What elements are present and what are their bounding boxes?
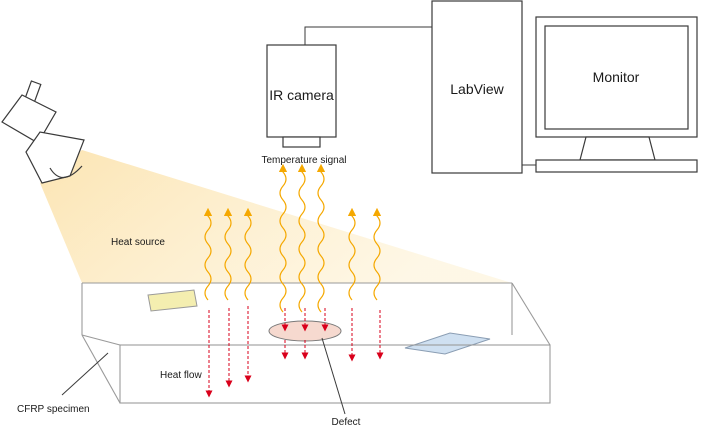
- heat-beam: [40, 150, 512, 283]
- cfrp-specimen-box: [81, 282, 551, 346]
- emitted-ir-waves: [203, 163, 382, 313]
- monitor-icon: [535, 16, 698, 173]
- heat-flow-arrows: [205, 306, 384, 398]
- embedded-insert-yellow: [147, 289, 198, 312]
- defect-pointer: [321, 337, 346, 415]
- temperature-signal-label: Temperature signal: [261, 155, 346, 166]
- heat-flow-label: Heat flow: [160, 370, 202, 381]
- monitor-label: Monitor: [593, 69, 640, 85]
- camera-cable: [304, 26, 432, 45]
- cfrp-specimen-front: [81, 334, 551, 404]
- heat-lamp-icon: [1, 80, 85, 184]
- defect-label: Defect: [332, 417, 361, 428]
- specimen-pointer: [61, 352, 109, 396]
- embedded-insert-blue: [404, 332, 491, 355]
- cfrp-specimen-label: CFRP specimen: [17, 404, 90, 415]
- heat-source-label: Heat source: [111, 237, 165, 248]
- labview-label: LabView: [450, 81, 504, 97]
- labview-box: [431, 0, 523, 174]
- ir-camera-label: IR camera: [269, 87, 334, 103]
- ir-camera-icon: [266, 44, 337, 148]
